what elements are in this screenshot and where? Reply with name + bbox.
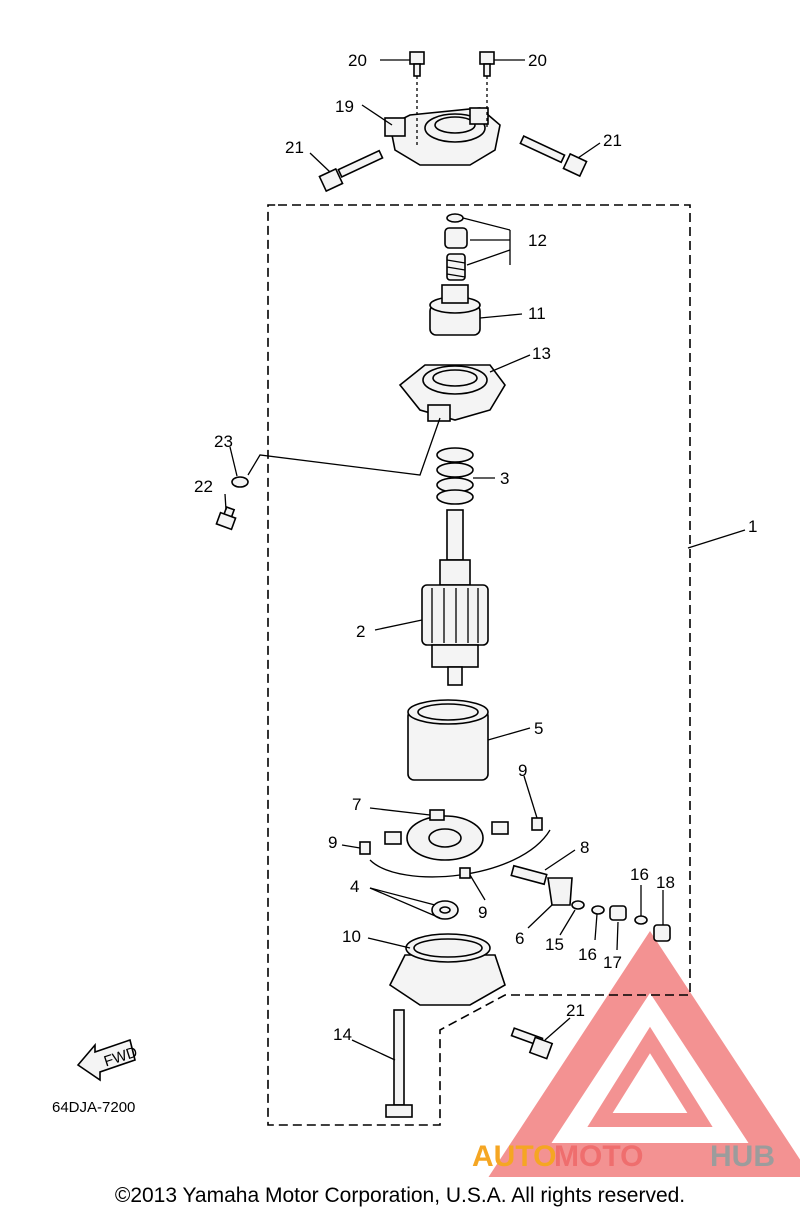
callout-15: 15 (545, 935, 564, 954)
callout-5: 5 (534, 719, 543, 738)
callout-7: 7 (352, 795, 361, 814)
callout-13: 13 (532, 344, 551, 363)
svg-text:MOTO: MOTO (554, 1140, 643, 1173)
callout-21-bottom: 21 (566, 1001, 585, 1020)
svg-text:AUTO: AUTO (472, 1140, 556, 1173)
callout-9-top: 9 (518, 761, 527, 780)
part-10-rear-housing (388, 933, 506, 1006)
callout-1: 1 (748, 517, 757, 536)
leader-lines (224, 59, 746, 1061)
callout-16-left: 16 (578, 945, 597, 964)
part-21-bolt-top-left (318, 149, 384, 193)
assembly-boundary-dashed (267, 204, 691, 1126)
callout-4: 4 (350, 877, 359, 896)
callout-17: 17 (603, 953, 622, 972)
part-20-bolt-left (409, 51, 425, 77)
callout-9-bottom: 9 (478, 903, 487, 922)
callout-6: 6 (515, 929, 524, 948)
diagram-code: 64DJA-7200 (52, 1099, 135, 1116)
part-15-washer (571, 900, 585, 910)
part-16-washer-a (591, 905, 605, 915)
part-21-bolt-bottom (510, 1027, 554, 1060)
part-11-pinion (429, 284, 481, 336)
part-22-screw (215, 506, 237, 531)
callout-11: 11 (528, 304, 546, 323)
callout-21-top-left: 21 (285, 138, 304, 157)
watermark-logo (488, 931, 800, 1177)
callout-10: 10 (342, 927, 361, 946)
callout-3: 3 (500, 469, 509, 488)
copyright-notice: ©2013 Yamaha Motor Corporation, U.S.A. A… (114, 1184, 686, 1207)
svg-text:HUB: HUB (710, 1140, 775, 1173)
callout-14: 14 (333, 1025, 352, 1044)
part-7-brush-holder (384, 809, 509, 861)
part-14-through-bolt (385, 1009, 413, 1118)
callout-8: 8 (580, 838, 589, 857)
callout-21-top-right: 21 (603, 131, 622, 150)
part-13-front-housing (398, 364, 506, 422)
part-9-screw-b (359, 841, 371, 855)
watermark-text: AUTO MOTO HUB (472, 1140, 775, 1173)
callout-20-left: 20 (348, 51, 367, 70)
callout-22: 22 (194, 477, 213, 496)
part-23-washer (231, 476, 249, 488)
part-16-washer-b (634, 915, 648, 925)
callout-23: 23 (214, 432, 233, 451)
part-9-screw-c (459, 867, 471, 879)
callout-12: 12 (528, 231, 547, 250)
callout-20-right: 20 (528, 51, 547, 70)
callout-2: 2 (356, 622, 365, 641)
callout-19: 19 (335, 97, 354, 116)
part-6-plate (547, 877, 573, 906)
part-21-bolt-top-right (519, 135, 588, 178)
part-8-terminal-bolt (510, 864, 548, 886)
callout-16-right: 16 (630, 865, 649, 884)
part-5-yoke (407, 699, 489, 781)
part-4-grommet (431, 900, 459, 920)
part-9-screw-a (531, 817, 543, 831)
fwd-arrow-icon: FWD (76, 1038, 140, 1082)
callout-9-left: 9 (328, 833, 337, 852)
callout-18: 18 (656, 873, 675, 892)
part-17-nut (609, 905, 627, 921)
part-18-nut (653, 924, 671, 942)
part-19-bracket (384, 107, 501, 166)
part-3-spring-set (436, 447, 474, 505)
part-20-bolt-right (479, 51, 495, 77)
part-12-clip-collar-spring (444, 213, 468, 281)
part-2-armature (421, 509, 489, 686)
